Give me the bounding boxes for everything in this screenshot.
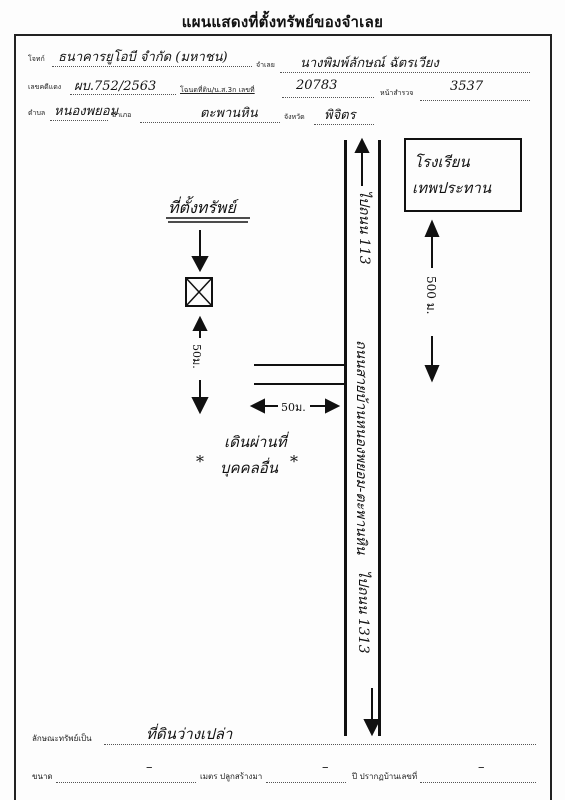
defendant-value: นางพิมพ์ลักษณ์ ฉัตรเวียง (300, 56, 439, 71)
size-value: – (146, 760, 153, 775)
house-no-line (420, 782, 536, 783)
house-no-value: – (478, 760, 485, 775)
property-marker-icon (185, 277, 213, 307)
owner-line (52, 66, 252, 67)
side-road-south-edge (254, 383, 344, 385)
school-label-line1: โรงเรียน (414, 153, 470, 171)
property-type-value: ที่ดินว่างเปล่า (146, 725, 233, 743)
property-type-line (104, 744, 536, 745)
building-label: เมตร ปลูกสร้างมา (200, 772, 263, 781)
building-value: – (322, 760, 329, 775)
page-title: แผนแสดงที่ตั้งทรัพย์ของจำเลย (181, 13, 384, 31)
case-label: เลขคดีแดง (28, 83, 62, 91)
subdistrict-label: ตำบล (28, 109, 46, 117)
star-right-icon: * (290, 452, 298, 471)
star-left-icon: * (196, 452, 204, 471)
province-line (314, 124, 374, 125)
property-type-label: ลักษณะทรัพย์เป็น (32, 734, 92, 743)
owner-label: โจทก์ (28, 55, 45, 63)
property-distance-label: 50ม. (190, 344, 203, 369)
side-road-north-edge (254, 364, 344, 366)
school-label-line2: เทพประทาน (412, 179, 492, 197)
deed-label: โฉนดที่ดิน/น.ส.3ก เลขที่ (180, 86, 255, 94)
owner-value: ธนาคารยูโอบี จำกัด (มหาชน) (58, 50, 228, 65)
map-frame (14, 34, 552, 800)
subdistrict-value: หนองพยอม (54, 104, 119, 119)
walkway-line1: เดินผ่านที่ (224, 433, 287, 451)
deed-value: 20783 (296, 78, 338, 93)
building-line (266, 782, 346, 783)
province-label: จังหวัด (284, 113, 305, 121)
road-lower-label: ไปถนน 1313 (355, 570, 371, 654)
district-value: ตะพานหิน (200, 106, 258, 121)
survey-line (420, 100, 530, 101)
school-distance-label: 500 ม. (424, 276, 438, 315)
main-road-label: ถนนสายบ้านหนองพยอม-ตะพานหิน (353, 340, 369, 555)
subdistrict-line (50, 120, 108, 121)
walkway-line2: บุคคลอื่น (220, 459, 279, 477)
province-value: พิจิตร (324, 108, 356, 123)
main-road-west-edge (344, 140, 347, 736)
size-line (56, 782, 196, 783)
survey-label: หน้าสำรวจ (380, 89, 414, 97)
district-label: อำเภอ (112, 111, 132, 119)
side-distance-label: 50ม. (281, 401, 306, 414)
road-upper-label: ไปถนน 113 (356, 190, 372, 265)
case-value: ผบ.752/2563 (74, 79, 157, 94)
survey-value: 3537 (450, 79, 484, 94)
property-label: ที่ตั้งทรัพย์ (168, 198, 236, 217)
defendant-label: จำเลย (256, 61, 275, 69)
size-label: ขนาด (32, 772, 53, 781)
main-road-east-edge (378, 140, 381, 736)
district-line (140, 122, 280, 123)
school-box: โรงเรียน เทพประทาน (404, 138, 522, 212)
defendant-line (280, 72, 530, 73)
case-line (70, 94, 176, 95)
year-label: ปี ปรากฏบ้านเลขที่ (352, 772, 418, 781)
deed-line (282, 97, 374, 98)
